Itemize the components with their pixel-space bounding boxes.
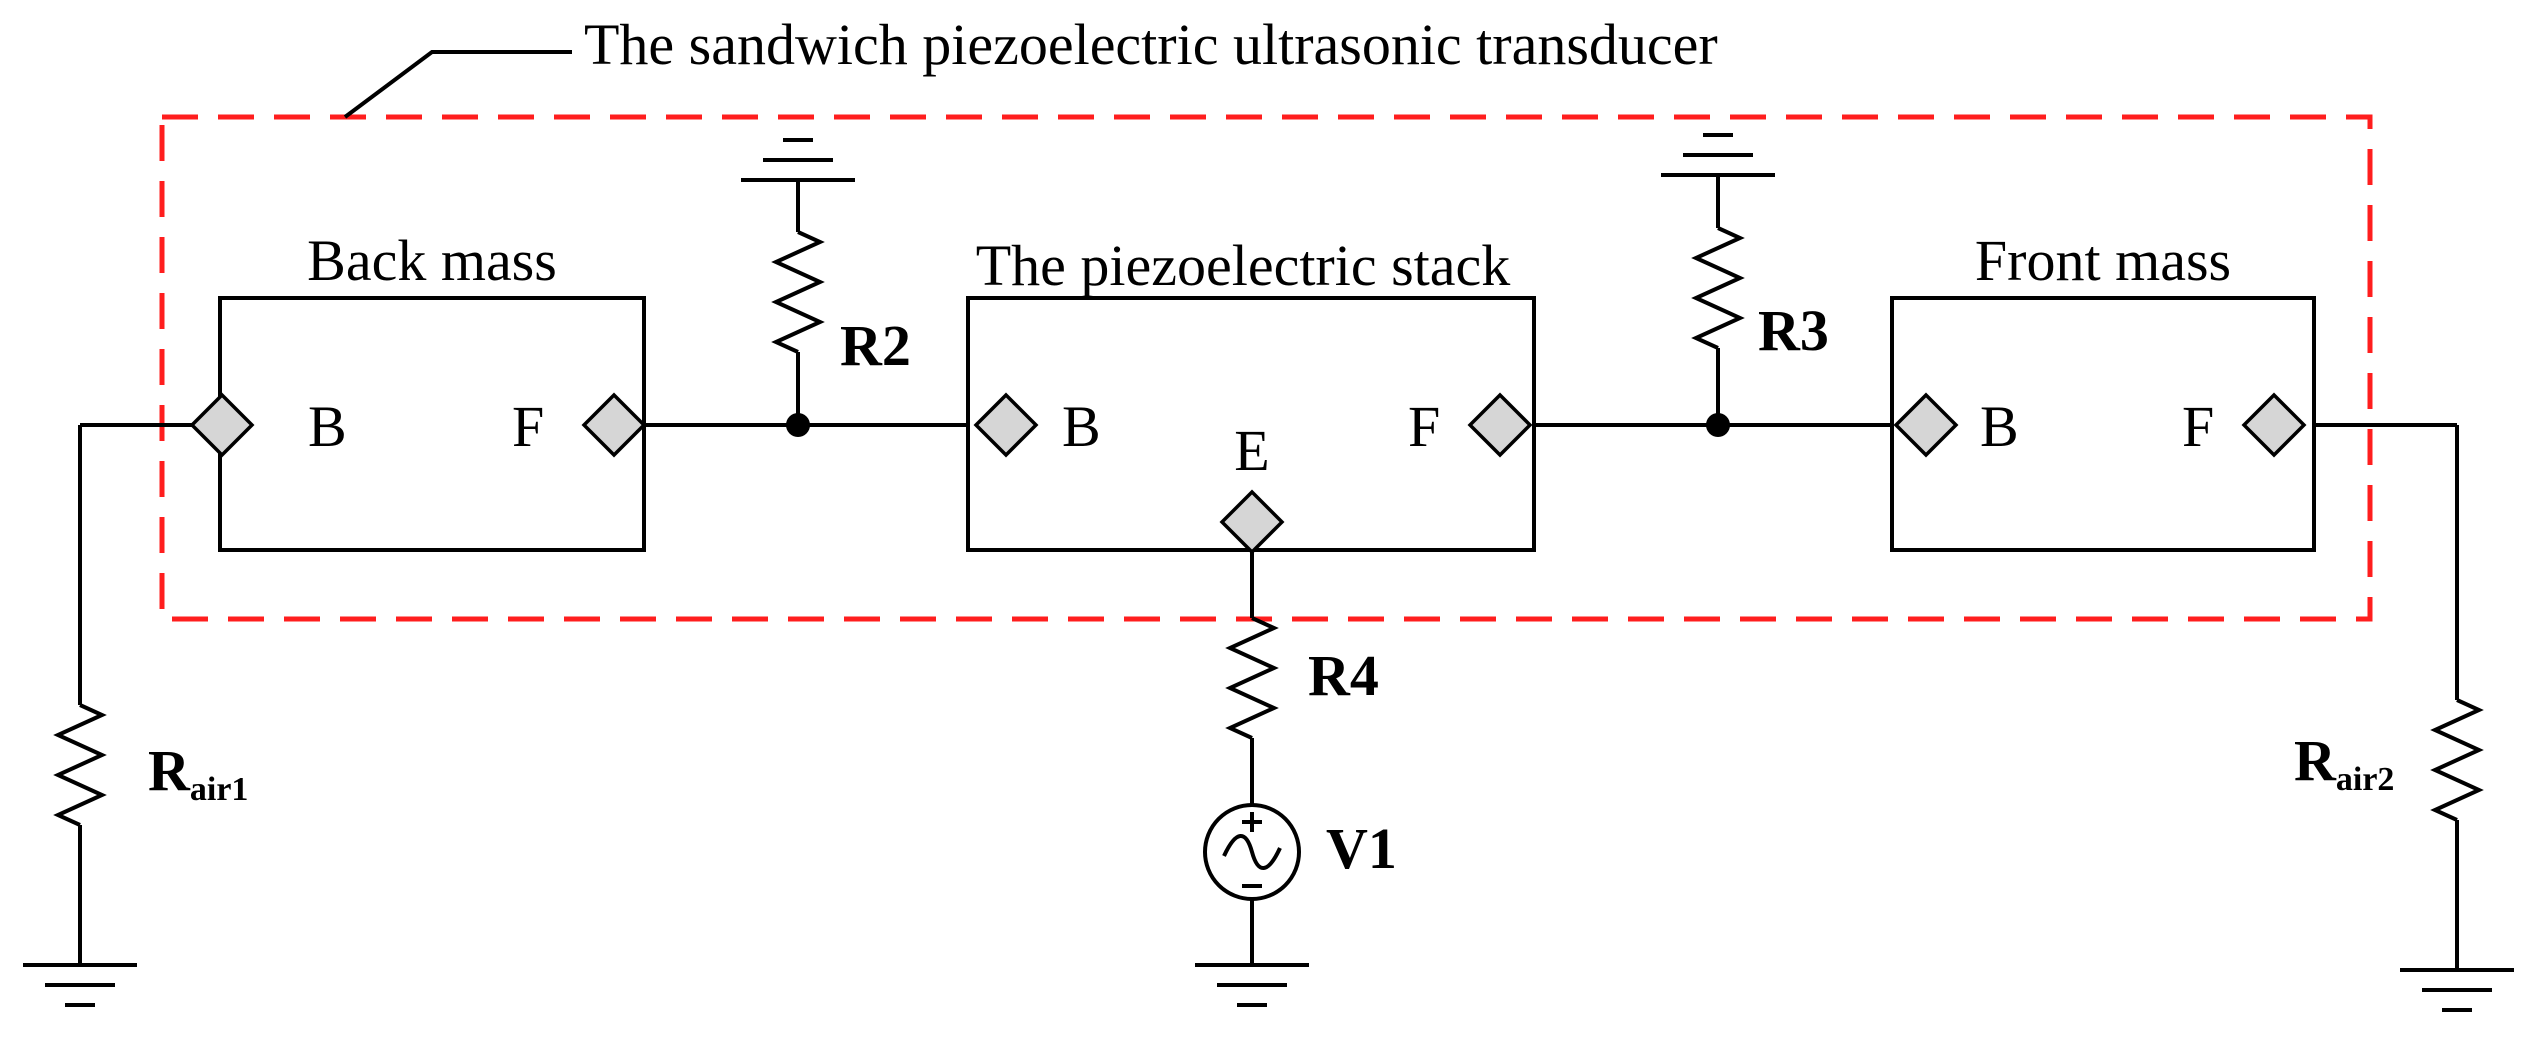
piezo-stack-port-f-label: F [1408,394,1440,459]
back-mass-port-f-label: F [512,394,544,459]
front-mass-block: Front mass B F [1890,228,2316,552]
back-mass-box [218,296,646,552]
piezo-stack-port-f [1467,392,1533,458]
r3-branch: R3 [1661,133,1829,437]
rair2-resistor [2430,698,2484,822]
r3-resistor [1691,226,1745,350]
piezo-stack-block: The piezoelectric stack B F E [966,233,1536,555]
back-mass-label: Back mass [307,228,557,293]
r4-resistor [1225,616,1279,740]
transducer-boundary [159,114,2373,622]
back-mass-port-b-label: B [308,394,347,459]
front-mass-label: Front mass [1975,228,2231,293]
rair2-branch: Rair2 [2294,425,2514,1012]
v1-label: V1 [1326,816,1397,881]
rair1-resistor [53,703,107,827]
front-mass-port-f-label: F [2182,394,2214,459]
rair1-label: Rair1 [148,738,248,808]
r4-label: R4 [1308,643,1379,708]
rair1-branch: Rair1 [23,425,248,1007]
front-mass-port-f [2241,392,2307,458]
diagram-title: The sandwich piezoelectric ultrasonic tr… [584,12,1718,77]
piezo-stack-port-b-label: B [1062,394,1101,459]
back-mass-block: Back mass B F [189,228,647,552]
title-leader-line [343,50,572,119]
rair2-label: Rair2 [2294,728,2394,798]
r2-label: R2 [840,313,911,378]
front-mass-port-b [1893,392,1959,458]
piezo-stack-port-b [973,392,1039,458]
r2-resistor [771,230,825,354]
piezo-stack-label: The piezoelectric stack [976,233,1511,298]
v1-sine-icon [1222,834,1282,870]
piezo-stack-port-e-label: E [1234,418,1269,483]
front-mass-port-b-label: B [1980,394,2019,459]
r3-label: R3 [1758,298,1829,363]
r2-branch: R2 [741,138,911,437]
back-mass-port-b [189,392,255,458]
r4-v1-branch: R4 V1 [1195,552,1397,1007]
back-mass-port-f [581,392,647,458]
